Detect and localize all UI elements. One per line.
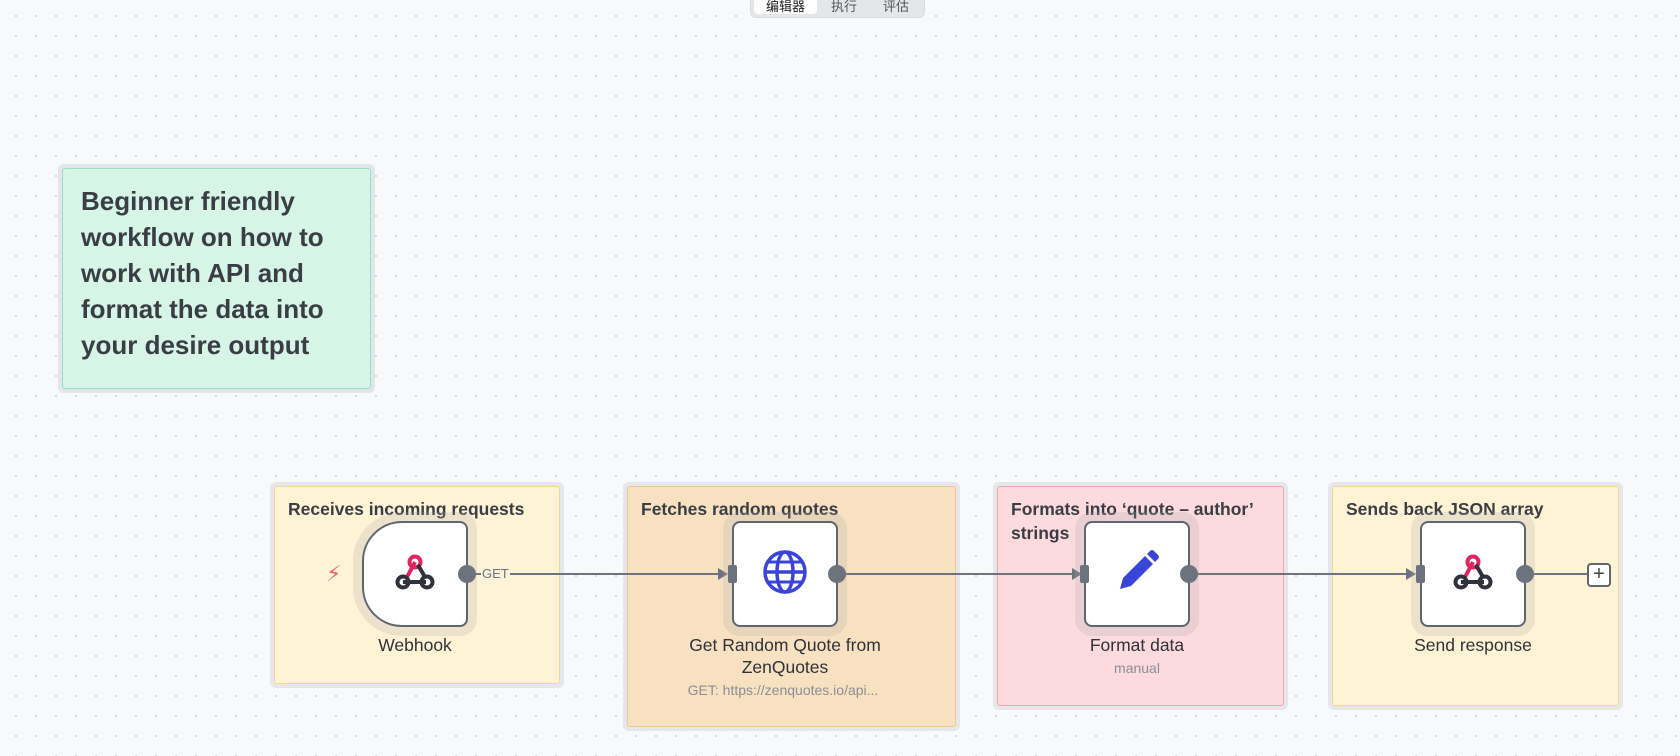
node-webhook[interactable]	[362, 521, 468, 627]
node-get-random-quote[interactable]	[732, 521, 838, 627]
view-tabs: 编辑器 执行 评估	[750, 0, 926, 18]
group-label: Formats into ‘quote – author’ strings	[1011, 499, 1253, 543]
node-label: Get Random Quote from ZenQuotes	[689, 635, 881, 677]
group-label: Receives incoming requests	[288, 499, 525, 519]
connection-to-add	[1534, 573, 1588, 575]
group-label: Fetches random quotes	[641, 499, 839, 519]
node-format-data[interactable]	[1084, 521, 1190, 627]
arrow-head	[718, 568, 728, 580]
connection-label: GET	[481, 566, 510, 581]
sticky-note[interactable]: Beginner friendly workflow on how to wor…	[58, 164, 375, 393]
webhook-icon	[1452, 553, 1494, 596]
connection-format-to-respond[interactable]	[1198, 573, 1413, 575]
trigger-bolt-icon: ⚡	[326, 561, 342, 586]
node-label: Webhook	[378, 635, 452, 655]
node-subtitle: manual	[1114, 660, 1160, 676]
globe-icon	[762, 549, 808, 600]
pencil-icon	[1114, 549, 1160, 600]
webhook-icon	[394, 553, 436, 596]
sticky-note-body: Beginner friendly workflow on how to wor…	[62, 168, 371, 389]
add-node-button[interactable]: +	[1587, 563, 1611, 587]
node-subtitle: GET: https://zenquotes.io/api...	[687, 682, 879, 698]
group-label: Sends back JSON array	[1346, 499, 1544, 519]
input-handle[interactable]	[1416, 565, 1425, 583]
arrow-head	[1406, 568, 1416, 580]
arrow-head	[1072, 568, 1082, 580]
input-handle[interactable]	[728, 565, 737, 583]
sticky-note-text: Beginner friendly workflow on how to wor…	[81, 186, 324, 360]
node-label: Format data	[1089, 635, 1185, 655]
tab-editor[interactable]: 编辑器	[754, 0, 818, 14]
node-label: Send response	[1414, 635, 1532, 655]
group-formats-strings[interactable]: Formats into ‘quote – author’ strings	[993, 482, 1288, 710]
output-handle[interactable]	[458, 565, 476, 583]
output-handle[interactable]	[828, 565, 846, 583]
tab-executions[interactable]: 执行	[831, 0, 858, 14]
connection-http-to-format[interactable]	[846, 573, 1078, 575]
node-send-response[interactable]	[1420, 521, 1526, 627]
tab-evaluations[interactable]: 评估	[883, 0, 910, 14]
output-handle[interactable]	[1516, 565, 1534, 583]
connection-webhook-to-http[interactable]	[476, 573, 724, 575]
output-handle[interactable]	[1180, 565, 1198, 583]
input-handle[interactable]	[1080, 565, 1089, 583]
